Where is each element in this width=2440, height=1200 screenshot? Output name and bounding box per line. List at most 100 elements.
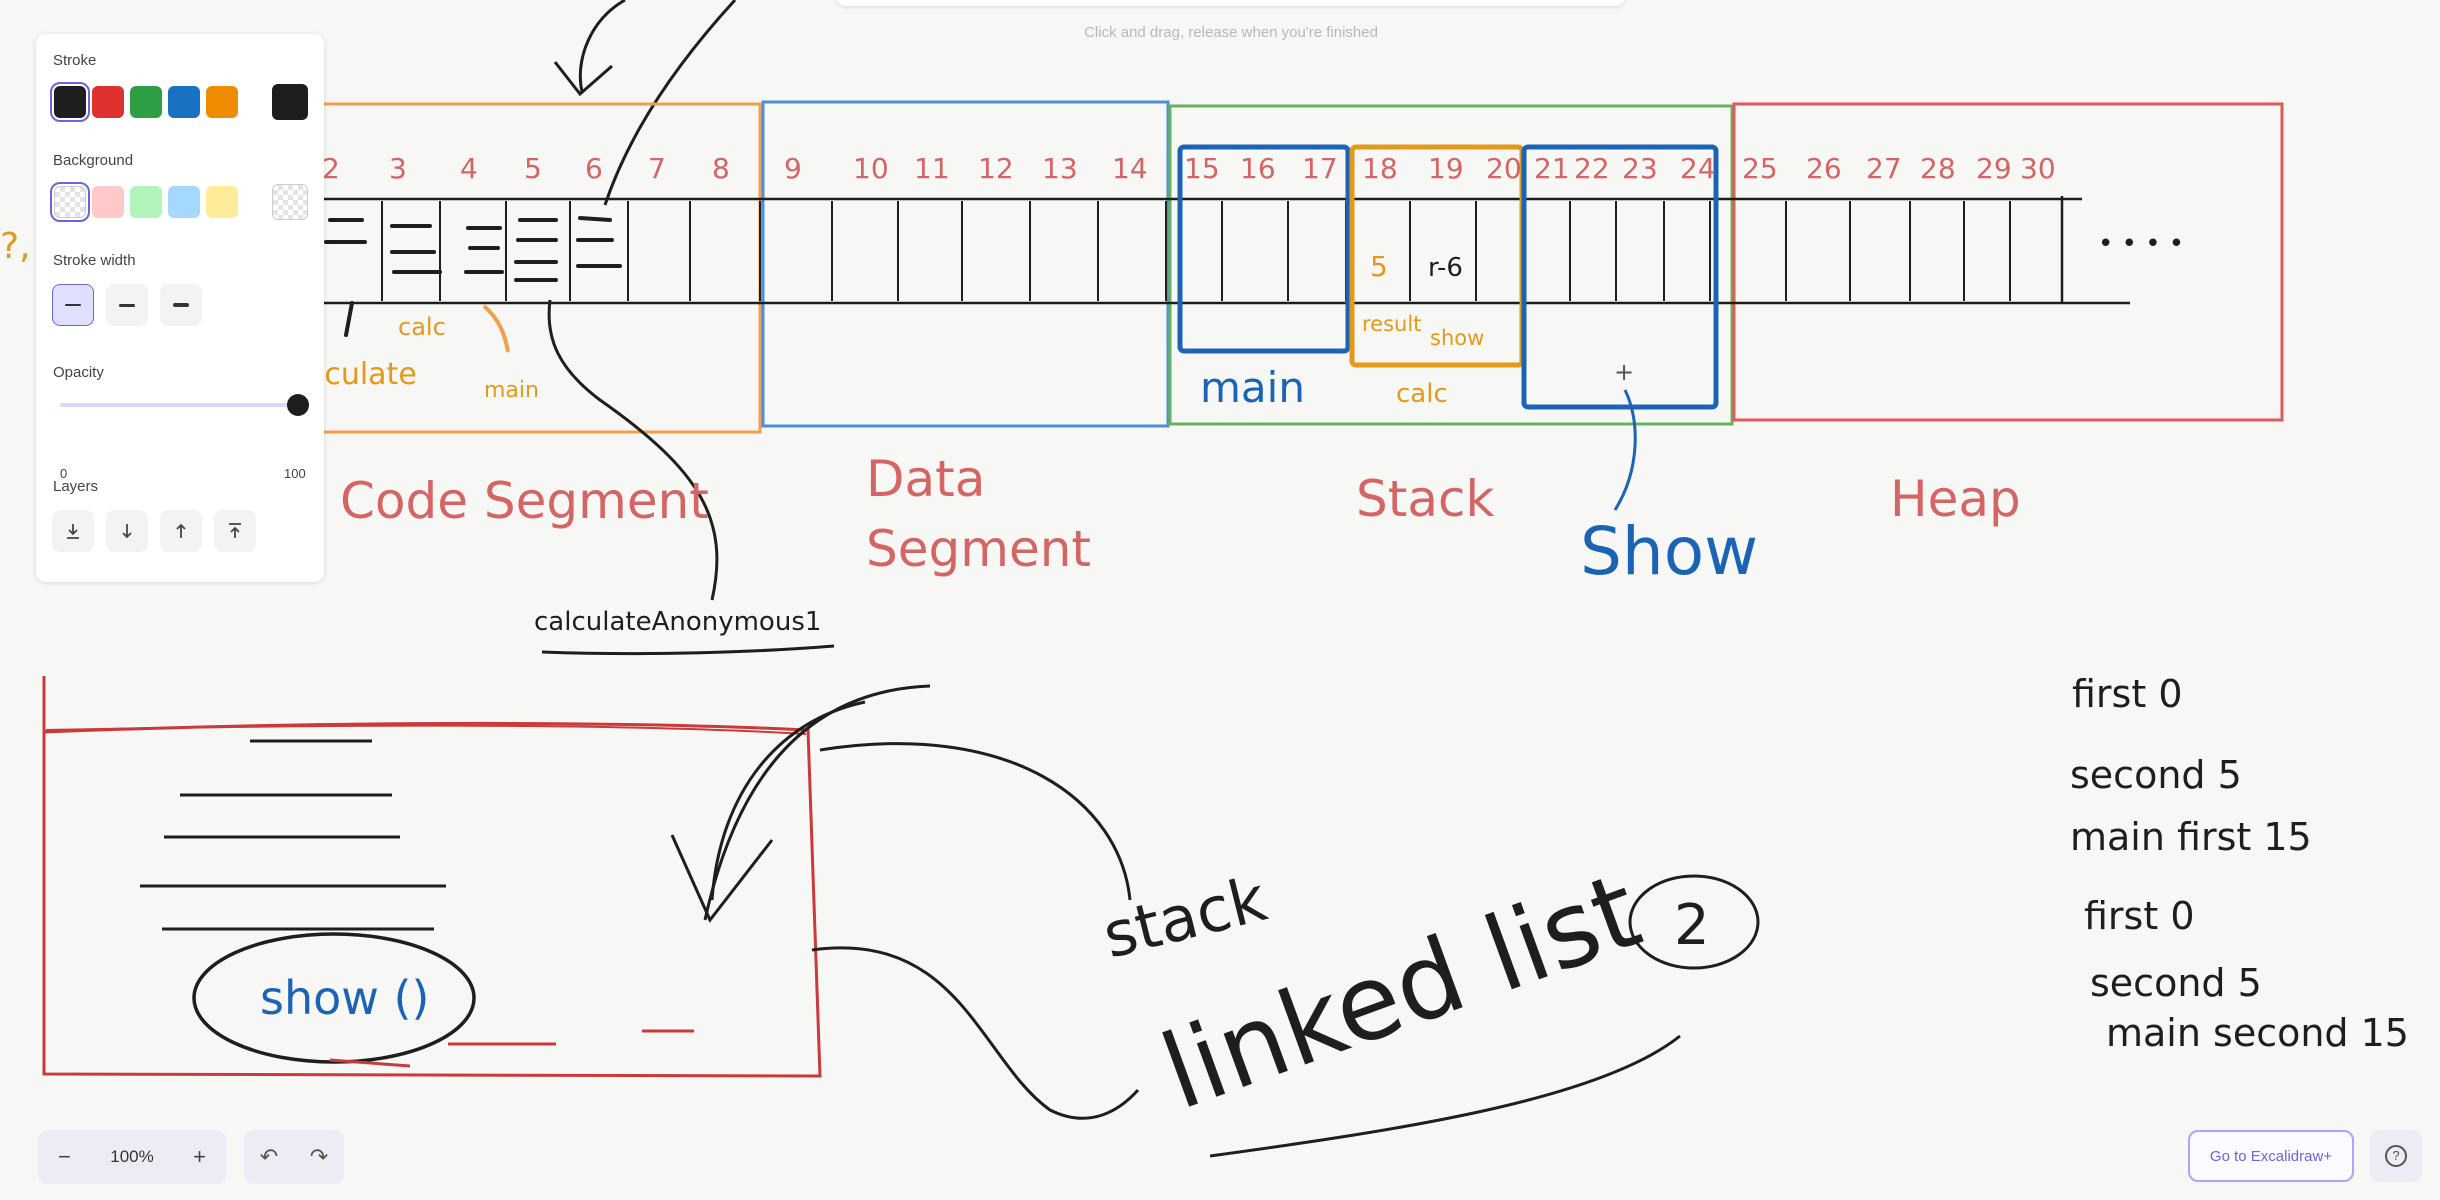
- memory-cell-number: 30: [2020, 152, 2056, 185]
- curve-arrow-2: [710, 700, 866, 901]
- stroke-width-bold[interactable]: [106, 284, 148, 326]
- stack-segment-box[interactable]: [1168, 104, 1734, 426]
- bring-to-front-button[interactable]: [214, 510, 256, 552]
- bg-current-color[interactable]: [272, 184, 308, 220]
- output-line: main second 15: [2106, 1011, 2409, 1055]
- curve-arrow-1: [703, 684, 931, 921]
- main-toolbar[interactable]: [836, 0, 1626, 6]
- sketch-arrow-top-left: [578, 0, 626, 93]
- memory-cell-number: 6: [585, 152, 603, 185]
- memory-cell-number: 16: [1240, 152, 1276, 185]
- show-call-ellipse: [192, 932, 476, 1064]
- memory-cell-number: 25: [1742, 152, 1778, 185]
- data-segment-box[interactable]: [761, 100, 1170, 428]
- output-line: first 0: [2084, 894, 2195, 938]
- memory-cell-dividers: [381, 201, 2011, 301]
- opacity-min-label: 0: [60, 466, 68, 481]
- memory-cell-number: 2: [322, 152, 340, 185]
- layers-title: Layers: [53, 478, 99, 495]
- memory-cell-number: 3: [389, 152, 407, 185]
- background-title: Background: [53, 152, 134, 169]
- help-button[interactable]: ?: [2370, 1130, 2422, 1182]
- memory-cell-number: 28: [1920, 152, 1956, 185]
- bg-swatch-pink[interactable]: [92, 186, 124, 218]
- memory-cell-number: 21: [1534, 152, 1570, 185]
- zoom-controls: − 100% +: [38, 1130, 226, 1184]
- title-code-segment: Code Segment: [340, 472, 709, 530]
- curve-arrowhead: [670, 834, 774, 923]
- main-frame-box[interactable]: [1177, 144, 1351, 354]
- curve-arrow-3: [819, 742, 1132, 901]
- bg-swatch-yellow[interactable]: [206, 186, 238, 218]
- stroke-swatch-black[interactable]: [50, 82, 90, 122]
- send-to-back-icon: [67, 524, 79, 539]
- output-line: second 5: [2070, 753, 2242, 797]
- bg-swatch-green[interactable]: [130, 186, 162, 218]
- memory-cell-number: 13: [1042, 152, 1078, 185]
- circle-two: [1628, 874, 1760, 970]
- stack-value-five: 5: [1370, 250, 1388, 283]
- opacity-slider-thumb[interactable]: [287, 394, 309, 416]
- stroke-swatch-orange[interactable]: [206, 86, 238, 118]
- undo-button[interactable]: ↶: [259, 1144, 279, 1170]
- zoom-level[interactable]: 100%: [110, 1147, 154, 1166]
- send-backward-icon: [122, 524, 132, 539]
- opacity-slider-track[interactable]: [60, 403, 306, 407]
- memory-cell-number: 26: [1806, 152, 1842, 185]
- go-to-excalidraw-plus-button[interactable]: Go to Excalidraw+: [2188, 1130, 2354, 1182]
- opacity-title: Opacity: [53, 364, 104, 381]
- memory-cell-number: 15: [1184, 152, 1220, 185]
- anonymous-pointer: [547, 299, 719, 601]
- bring-forward-button[interactable]: [160, 510, 202, 552]
- box-top-edge: [45, 724, 807, 735]
- stroke-current-color[interactable]: [272, 84, 308, 120]
- memory-cell-number: 22: [1574, 152, 1610, 185]
- heap-segment-box[interactable]: [1732, 102, 2284, 422]
- history-controls: ↶ ↷: [244, 1130, 344, 1184]
- code-label-calculate: lculate: [316, 357, 417, 392]
- redo-button[interactable]: ↷: [309, 1144, 329, 1170]
- stroke-width-title: Stroke width: [53, 252, 136, 269]
- zoom-in-button[interactable]: +: [193, 1144, 206, 1169]
- code-main-pointer: [482, 304, 510, 353]
- memory-cell-number: 19: [1428, 152, 1464, 185]
- memory-cell-number: 9: [784, 152, 802, 185]
- memory-cell-number: 27: [1866, 152, 1902, 185]
- title-heap: Heap: [1890, 470, 2021, 528]
- properties-panel: Stroke Background Stroke width Opacity 0…: [36, 34, 324, 582]
- linked-list-box[interactable]: [42, 676, 822, 1078]
- code-label-calc: calc: [398, 313, 446, 341]
- frame-label-main: main: [1200, 363, 1305, 412]
- stroke-width-extra-bold[interactable]: [160, 284, 202, 326]
- stroke-width-thin[interactable]: [52, 284, 94, 326]
- box-content-lines: [140, 739, 446, 931]
- memory-cell-number: 29: [1976, 152, 2012, 185]
- sketch-arrowhead-top-left: [553, 61, 613, 97]
- memory-cell-number: 5: [524, 152, 542, 185]
- memory-cell-number: 12: [978, 152, 1014, 185]
- stroke-swatch-green[interactable]: [130, 86, 162, 118]
- output-line: first 0: [2072, 672, 2183, 716]
- stroke-swatch-red[interactable]: [92, 86, 124, 118]
- zoom-out-button[interactable]: −: [58, 1144, 71, 1169]
- title-data-line1: Data: [866, 450, 985, 508]
- output-lines: first 0 second 5 main first 15 first 0 s…: [2070, 672, 2409, 1055]
- bring-forward-icon: [176, 523, 186, 538]
- anon-underline: [541, 644, 835, 656]
- memory-cell-number: 24: [1680, 152, 1716, 185]
- anonymous-label: calculateAnonymous1: [534, 607, 821, 637]
- send-to-back-button[interactable]: [52, 510, 94, 552]
- show-frame-box[interactable]: [1521, 144, 1719, 410]
- opacity-max-label: 100: [284, 466, 306, 481]
- stroke-swatch-blue[interactable]: [168, 86, 200, 118]
- stack-label-result: result: [1362, 312, 1421, 336]
- stack-value-r6: r-6: [1428, 253, 1463, 283]
- bg-swatch-transparent[interactable]: [50, 182, 90, 222]
- linked-list-underline: [1209, 1034, 1681, 1158]
- red-dashes: [329, 1029, 694, 1068]
- send-backward-button[interactable]: [106, 510, 148, 552]
- bg-swatch-blue[interactable]: [168, 186, 200, 218]
- output-line: main first 15: [2070, 815, 2312, 859]
